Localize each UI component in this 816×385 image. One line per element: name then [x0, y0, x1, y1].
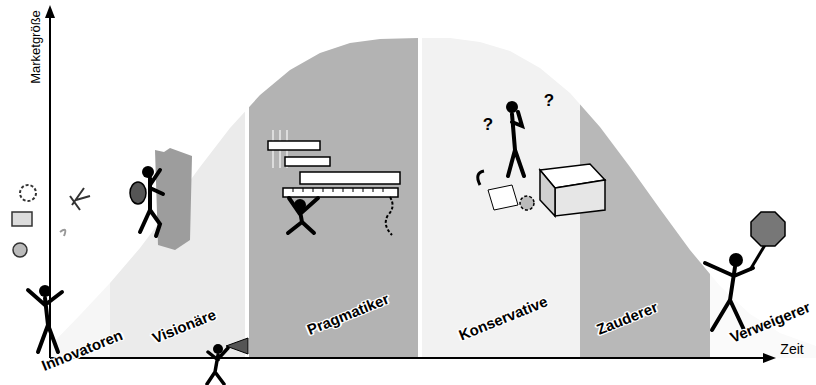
- refuser-figure: [705, 263, 753, 332]
- question-mark: ?: [483, 116, 493, 133]
- figure-head: [142, 166, 154, 178]
- climber-figure: [140, 170, 163, 236]
- stick-figure: [28, 290, 62, 352]
- x-axis: [50, 357, 765, 359]
- gear-symbol: [20, 185, 36, 201]
- question-mark: ?: [544, 92, 554, 109]
- figure-head: [729, 253, 743, 267]
- ruler: [283, 188, 398, 197]
- segment-innovators: [50, 0, 110, 358]
- spark-symbol: [70, 188, 90, 210]
- building-block: [285, 157, 330, 166]
- segment-pragmatists: [249, 0, 418, 358]
- chasm-cliff: [155, 148, 192, 250]
- stick-figure: [288, 198, 318, 233]
- figure-head: [294, 199, 306, 211]
- segment-label: Visionäre: [150, 306, 218, 345]
- segment-visionaries: [110, 0, 245, 358]
- tool-symbol: [478, 171, 484, 185]
- measuring-tape: [386, 197, 393, 235]
- backpack: [130, 182, 146, 204]
- box-front: [555, 180, 605, 216]
- figure-head: [506, 101, 518, 113]
- segment-gap: [418, 0, 422, 358]
- segment-label: Konservative: [457, 293, 550, 342]
- megaphone: [226, 338, 248, 354]
- conservative-figure: [508, 112, 524, 176]
- box-side: [540, 170, 555, 216]
- axis-arrowhead: [763, 353, 776, 363]
- segment-label: Verweigerer: [728, 299, 812, 345]
- spark-symbol: [60, 230, 65, 236]
- axis-title: Marketgröße: [29, 10, 42, 84]
- building-block: [268, 141, 320, 150]
- paper-sheet: [488, 185, 518, 210]
- axis-title: Zeit: [780, 342, 803, 356]
- gear-symbol: [520, 196, 534, 210]
- innovator-figure: [28, 290, 62, 352]
- ruler-ticks: [293, 188, 383, 192]
- axis-arrowhead: [45, 5, 55, 18]
- pragmatist-figure: [288, 198, 318, 233]
- figure-head: [39, 285, 51, 297]
- device-symbol: [12, 212, 32, 226]
- figure-head: [213, 344, 223, 354]
- stick-figure: [140, 170, 163, 236]
- building-block: [300, 172, 400, 184]
- segment-gap: [245, 0, 249, 358]
- stop-sign: [751, 212, 785, 246]
- segment-label: Zauderer: [594, 299, 659, 337]
- device-symbol: [13, 243, 27, 257]
- segment-label: Pragmatiker: [305, 291, 391, 337]
- stick-figure: [508, 112, 524, 176]
- segment-label: Innovatoren: [39, 327, 124, 373]
- y-axis: [49, 16, 51, 358]
- stick-figure: [705, 263, 753, 332]
- bell-curve: [50, 0, 816, 358]
